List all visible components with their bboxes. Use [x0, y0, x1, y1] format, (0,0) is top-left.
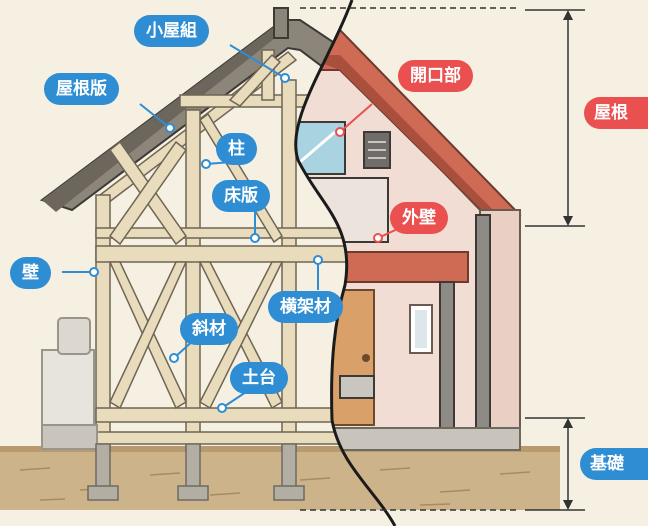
- cutaway-divider: [294, 0, 397, 526]
- finished-house: [295, 29, 522, 451]
- label-gaiheki: 外壁: [390, 202, 448, 234]
- label-dodai: 土台: [230, 362, 288, 394]
- water-tank: [41, 317, 98, 450]
- label-kiso: 基礎: [580, 448, 648, 480]
- label-yaneita: 屋根版: [44, 73, 119, 105]
- label-hashira: 柱: [216, 133, 257, 165]
- label-kaikoubu: 開口部: [398, 60, 473, 92]
- label-yane: 屋根: [584, 97, 648, 129]
- label-yokokazai: 横架材: [268, 291, 343, 323]
- label-shazai: 斜材: [180, 313, 238, 345]
- dimension-lines: [300, 7, 585, 511]
- label-kabe: 壁: [10, 257, 51, 289]
- label-koyagumi: 小屋組: [134, 15, 209, 47]
- label-yukaita: 床版: [212, 180, 270, 212]
